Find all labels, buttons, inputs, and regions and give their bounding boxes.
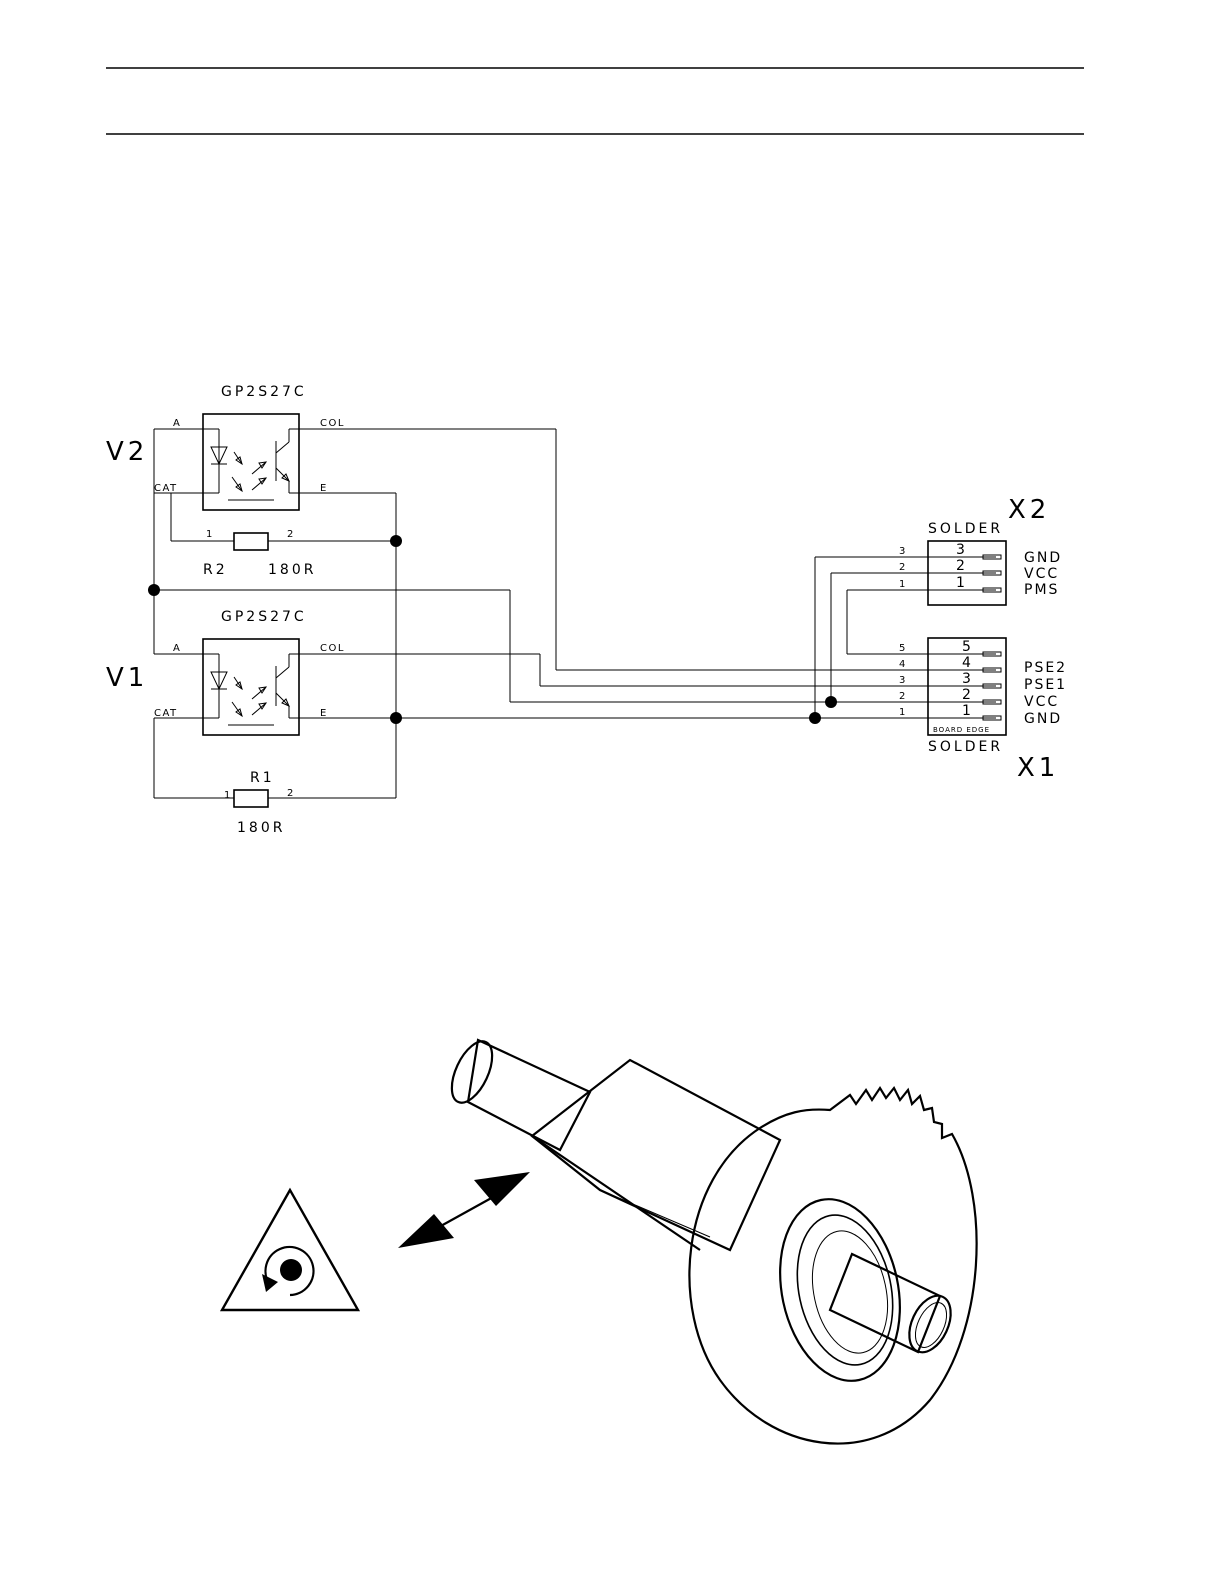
optocoupler-v1: GP2S27C V1 A CAT COL E — [106, 609, 345, 735]
junction-dot — [148, 584, 160, 596]
optocoupler-v1-body — [203, 639, 299, 735]
connector-x1-signal: GND — [1024, 711, 1062, 727]
front-shaft-end-inner — [909, 1298, 953, 1352]
connector-x2: SOLDER X2 3 3 GND 2 2 VCC 1 1 PMS — [899, 495, 1062, 605]
connector-x1-pins: 5 5 4 4 PSE2 3 3 PSE1 2 2 VCC 1 1 GND — [899, 639, 1067, 727]
resistor-r2-value: 180R — [268, 562, 316, 578]
connector-x1-wire-label: 5 — [899, 643, 905, 654]
connector-x2-wire-label: 2 — [899, 562, 905, 573]
optocoupler-v1-pin-cat: CAT — [154, 708, 178, 719]
junction-dots — [148, 535, 837, 724]
resistor-r1-pin1: 1 — [224, 790, 230, 801]
optocoupler-v2-ref: V2 — [106, 437, 148, 467]
connector-x1-wire-label: 1 — [899, 707, 905, 718]
optocoupler-v1-part: GP2S27C — [221, 609, 307, 625]
connector-x1-solder-label: SOLDER — [928, 739, 1003, 755]
connector-x1-wire-label: 2 — [899, 691, 905, 702]
connector-x1-ref: X1 — [1017, 753, 1059, 783]
connector-x2-pin-number: 2 — [956, 558, 967, 574]
optocoupler-v2-pin-col: COL — [320, 418, 345, 429]
double-headed-arrow-icon — [398, 1172, 530, 1248]
connector-x1-wire-label: 3 — [899, 675, 905, 686]
junction-dot — [390, 535, 402, 547]
junction-dot — [825, 696, 837, 708]
junction-dot — [390, 712, 402, 724]
resistor-r1-pin2: 2 — [287, 788, 293, 799]
resistor-r1-value: 180R — [237, 820, 285, 836]
optocoupler-v1-pin-e: E — [320, 708, 328, 719]
junction-dot — [809, 712, 821, 724]
connector-x2-wire-label: 3 — [899, 546, 905, 557]
connector-x1-pin-number: 4 — [962, 655, 973, 671]
connector-x1: BOARD EDGE SOLDER X1 5 5 4 4 PSE2 3 3 PS… — [899, 638, 1067, 783]
optocoupler-v2-body — [203, 414, 299, 510]
optocoupler-v2: GP2S27C V2 A CAT COL E — [106, 384, 345, 510]
rotation-warning-triangle-icon — [222, 1190, 358, 1310]
connector-x1-pin-number: 3 — [962, 671, 973, 687]
resistor-r1: 1 2 R1 180R — [224, 770, 293, 836]
shaft-with-encoder-wheel — [444, 1035, 977, 1443]
connector-x1-wire-label: 4 — [899, 659, 905, 670]
optocoupler-v2-pin-a: A — [173, 418, 181, 429]
connector-x2-signal: VCC — [1024, 566, 1059, 582]
resistor-r2-body — [234, 533, 268, 550]
optocoupler-v1-ref: V1 — [106, 663, 148, 693]
connector-x1-signal: PSE1 — [1024, 677, 1067, 693]
circuit-schematic: GP2S27C V2 A CAT COL E — [106, 384, 1067, 836]
resistor-r2-pin1: 1 — [206, 529, 212, 540]
connector-x2-signal: PMS — [1024, 582, 1059, 598]
connector-x2-pin-number: 1 — [956, 575, 967, 591]
optocoupler-v1-pin-a: A — [173, 643, 181, 654]
resistor-r1-body — [234, 790, 268, 807]
optocoupler-v2-part: GP2S27C — [221, 384, 307, 400]
connector-x1-pin-number: 2 — [962, 687, 973, 703]
connector-x1-edge-label: BOARD EDGE — [933, 726, 990, 734]
optocoupler-v2-pin-e: E — [320, 483, 328, 494]
resistor-r2-ref: R2 — [203, 562, 228, 578]
rear-shaft — [468, 1040, 590, 1150]
connector-x2-wire-label: 1 — [899, 579, 905, 590]
connector-x1-signal: PSE2 — [1024, 660, 1067, 676]
mechanical-illustration — [222, 1035, 977, 1443]
connector-x2-solder-label: SOLDER — [928, 521, 1003, 537]
optocoupler-v2-pin-cat: CAT — [154, 483, 178, 494]
encoder-wheel-disc — [689, 1088, 976, 1444]
connector-x2-signal: GND — [1024, 550, 1062, 566]
resistor-r1-ref: R1 — [250, 770, 275, 786]
connector-x2-ref: X2 — [1008, 495, 1050, 525]
connector-x1-signal: VCC — [1024, 694, 1059, 710]
optocoupler-v1-pin-col: COL — [320, 643, 345, 654]
connector-x1-pin-number: 1 — [962, 703, 973, 719]
resistor-r2-pin2: 2 — [287, 529, 293, 540]
resistor-r2: 1 2 R2 180R — [203, 529, 316, 578]
connector-x1-pin-number: 5 — [962, 639, 973, 655]
connector-x2-pin-number: 3 — [956, 542, 967, 558]
hub-sleeve — [532, 1060, 780, 1250]
